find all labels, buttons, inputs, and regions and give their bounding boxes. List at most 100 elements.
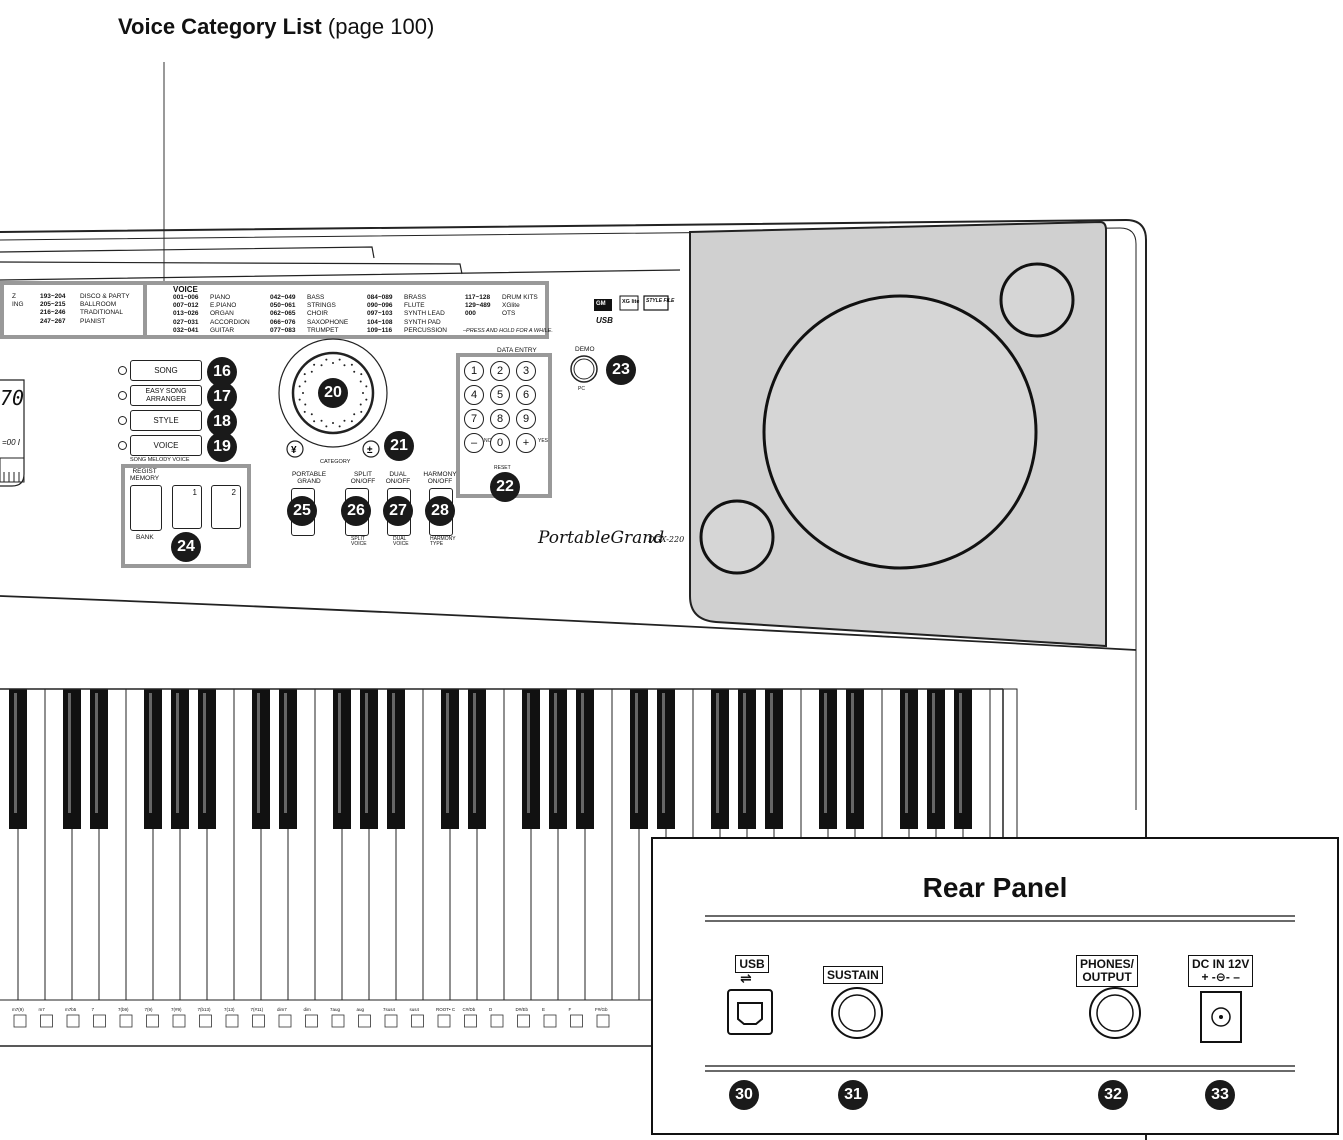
black-key[interactable] <box>360 689 378 829</box>
usb-icon: ⇌ <box>740 970 752 986</box>
chord-fingering-icon <box>93 1014 106 1028</box>
chord-fingering-icon <box>40 1014 53 1028</box>
chord-label: ROOT• C <box>436 1007 456 1012</box>
chord-fingering-icon <box>411 1014 424 1028</box>
style-button[interactable]: STYLE <box>130 410 202 431</box>
bank-label: BANK <box>136 534 154 541</box>
chord-fingering-icon <box>543 1014 557 1028</box>
dc-in-label: DC IN 12V+ -⊖- – <box>1188 955 1254 987</box>
chevron-up-icon: ± <box>367 445 373 456</box>
numpad-key[interactable]: 5 <box>490 385 510 405</box>
chord-label: sus4 <box>409 1007 420 1012</box>
lcd-readout-small: =00 I <box>2 438 21 447</box>
style-list-box <box>0 281 147 339</box>
black-key[interactable] <box>711 689 729 829</box>
numpad-key[interactable]: 0 <box>490 433 510 453</box>
callout-23: 23 <box>606 355 636 385</box>
black-key[interactable] <box>819 689 837 829</box>
voice-sub-label: SONG MELODY VOICE <box>130 457 190 463</box>
black-key[interactable] <box>171 689 189 829</box>
chord-fingering-icon <box>66 1014 80 1028</box>
callout-19: 19 <box>207 432 237 462</box>
black-key[interactable] <box>657 689 675 829</box>
chord-label: dim7 <box>277 1007 287 1012</box>
black-key[interactable] <box>387 689 405 829</box>
numpad-key[interactable]: 4 <box>464 385 484 405</box>
chord-fingering-icon <box>437 1014 451 1028</box>
callout-22: 22 <box>490 472 520 502</box>
brand-name: PortableGrand <box>538 528 665 548</box>
chord-label: m7(9) <box>12 1007 24 1012</box>
black-key[interactable] <box>576 689 594 829</box>
chord-fingering-icon <box>517 1014 530 1028</box>
black-key[interactable] <box>198 689 216 829</box>
memory-2-button[interactable]: 2 <box>211 485 241 529</box>
phones-output-label: PHONES/OUTPUT <box>1076 955 1139 987</box>
numpad-key[interactable]: 7 <box>464 409 484 429</box>
callout-20: 20 <box>318 378 348 408</box>
memory-1-button[interactable]: 1 <box>172 485 202 529</box>
callout-title-bold: Voice Category List <box>118 14 322 39</box>
black-key[interactable] <box>846 689 864 829</box>
voice-led <box>118 441 127 450</box>
black-key[interactable] <box>927 689 945 829</box>
model-name: DGX-220 <box>648 535 685 544</box>
numpad-key[interactable]: 6 <box>516 385 536 405</box>
black-key[interactable] <box>333 689 351 829</box>
black-key[interactable] <box>144 689 162 829</box>
numpad-key[interactable]: 8 <box>490 409 510 429</box>
numpad-key[interactable]: – <box>464 433 484 453</box>
chord-label: 7sus4 <box>383 1007 396 1012</box>
song-button[interactable]: SONG <box>130 360 202 381</box>
black-key[interactable] <box>468 689 486 829</box>
usb-logo-text: USB <box>596 316 613 325</box>
black-key[interactable] <box>900 689 918 829</box>
black-key[interactable] <box>441 689 459 829</box>
bank-button[interactable] <box>130 485 162 531</box>
black-key[interactable] <box>522 689 540 829</box>
xg-logo <box>619 295 639 311</box>
category-up-button[interactable] <box>362 440 380 458</box>
numpad-key[interactable]: + <box>516 433 536 453</box>
black-key[interactable] <box>954 689 972 829</box>
chevron-down-icon: ¥ <box>291 445 297 456</box>
black-key[interactable] <box>90 689 108 829</box>
chord-fingering-icon <box>570 1014 583 1028</box>
numpad-key[interactable]: 2 <box>490 361 510 381</box>
black-key[interactable] <box>738 689 756 829</box>
black-key[interactable] <box>9 689 27 829</box>
chord-label: dim <box>303 1007 311 1012</box>
numpad-key[interactable]: 3 <box>516 361 536 381</box>
numpad-key[interactable]: 1 <box>464 361 484 381</box>
demo-button[interactable] <box>570 355 598 383</box>
black-key[interactable] <box>630 689 648 829</box>
speaker-tweeter-top <box>999 262 1075 338</box>
black-key[interactable] <box>252 689 270 829</box>
demo-label: DEMO <box>575 346 595 353</box>
style-file-logo-text: STYLE FILE <box>646 298 675 304</box>
chord-fingering-icon <box>358 1014 371 1028</box>
no-label: NO <box>484 438 492 444</box>
callout-17: 17 <box>207 382 237 412</box>
black-key[interactable] <box>549 689 567 829</box>
black-key[interactable] <box>279 689 297 829</box>
category-down-button[interactable] <box>286 440 304 458</box>
callout-32: 32 <box>1098 1080 1128 1110</box>
numpad-key[interactable]: 9 <box>516 409 536 429</box>
voice-button[interactable]: VOICE <box>130 435 202 456</box>
chord-label: aug <box>356 1007 365 1012</box>
black-key[interactable] <box>765 689 783 829</box>
black-key[interactable] <box>63 689 81 829</box>
